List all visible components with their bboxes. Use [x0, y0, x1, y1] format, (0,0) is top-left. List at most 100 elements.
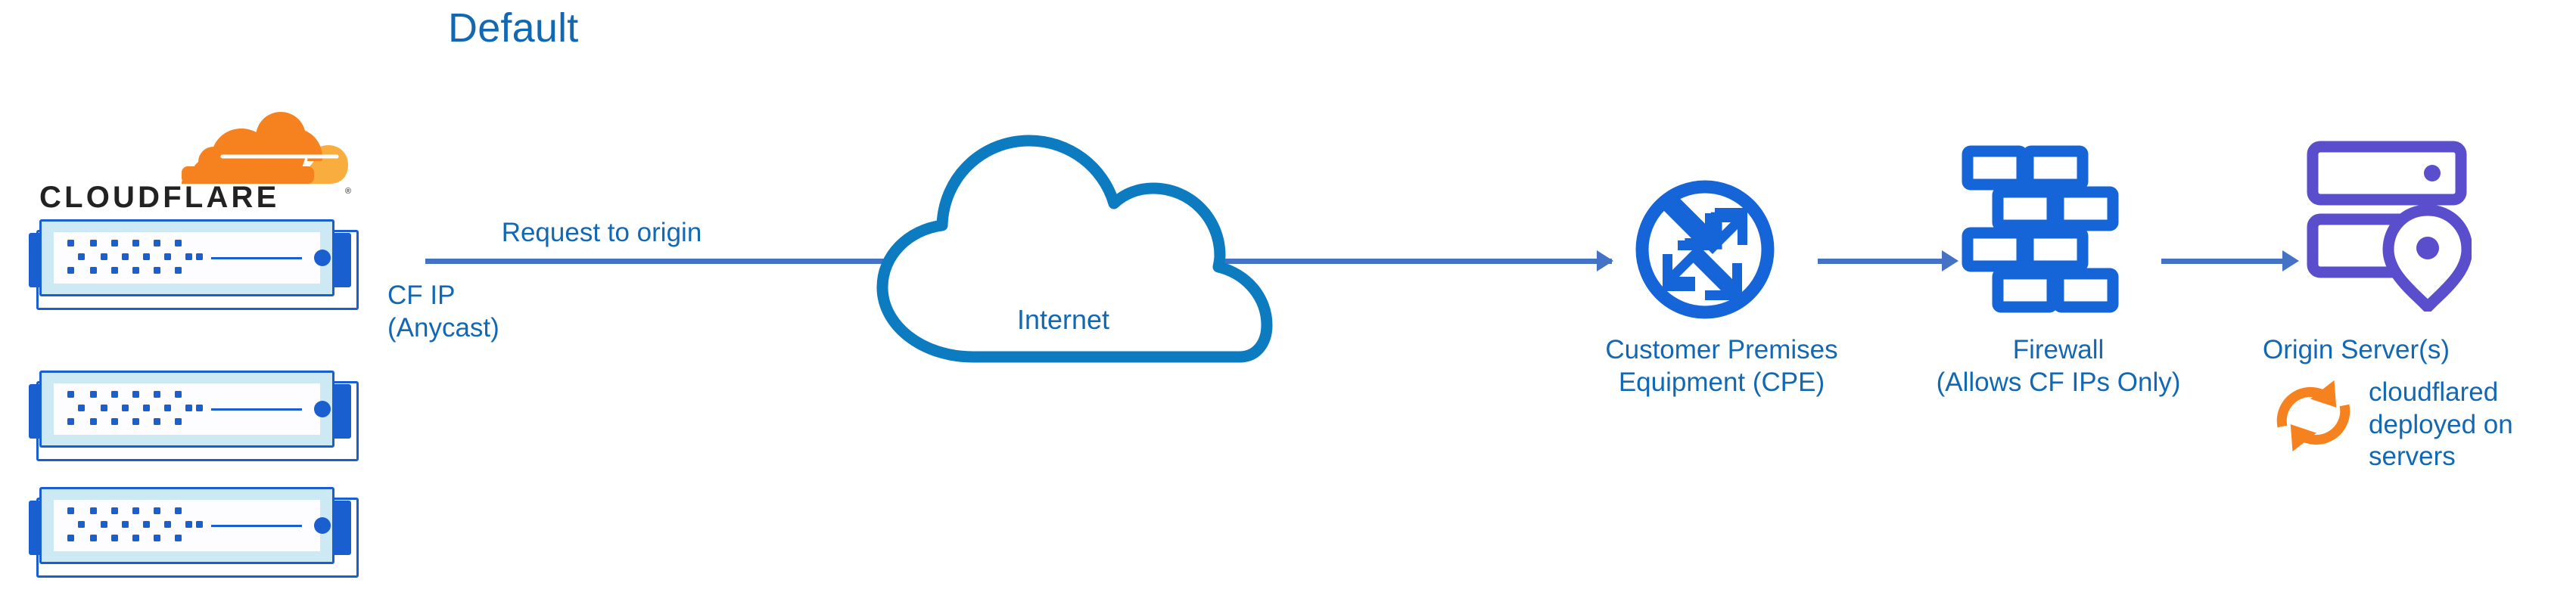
internet-cloud-icon	[876, 135, 1273, 363]
vent-dot	[111, 240, 118, 247]
vent-dot	[90, 535, 97, 541]
rack-tab-right	[331, 384, 351, 439]
rack-frame	[39, 487, 334, 564]
rack-led-icon	[314, 250, 331, 266]
vent-dot	[132, 240, 139, 247]
request-to-origin-label: Request to origin	[501, 218, 702, 247]
brick-wall-icon	[1962, 145, 2119, 313]
rack-tab-right	[331, 501, 351, 555]
vent-dot	[132, 507, 139, 514]
vent-dot	[67, 507, 74, 514]
vent-dot	[111, 507, 118, 514]
vent-dot	[90, 240, 97, 247]
vent-dot	[122, 521, 129, 528]
svg-text:CLOUDFLARE: CLOUDFLARE	[39, 181, 280, 213]
sync-refresh-icon	[2276, 380, 2350, 452]
firewall-to-origin-arrow-line	[2161, 259, 2287, 264]
vent-dot	[175, 267, 182, 274]
vent-dot	[154, 267, 160, 274]
vent-dot	[67, 267, 74, 274]
rack-led-icon	[314, 517, 331, 534]
vent-dot	[78, 253, 85, 260]
vent-dot	[196, 521, 203, 528]
vent-grid-icon	[67, 507, 203, 544]
vent-dot	[154, 240, 160, 247]
cloudflare-wordmark: CLOUDFLARE ®	[39, 181, 351, 213]
vent-dot	[164, 253, 171, 260]
vent-dot	[122, 405, 129, 411]
vent-dot	[90, 418, 97, 425]
server-stack-location-pin-icon	[2307, 141, 2472, 312]
firewall-to-origin-arrow-head	[2282, 250, 2299, 271]
rack-panel	[54, 383, 331, 435]
vent-dot	[132, 267, 139, 274]
vent-dot	[122, 253, 129, 260]
rack-tab-right	[331, 233, 351, 287]
vent-dot	[78, 405, 85, 411]
vent-dot	[90, 391, 97, 398]
vent-grid-icon	[67, 391, 203, 427]
vent-dot	[175, 391, 182, 398]
rack-frame	[39, 371, 334, 448]
router-circle-arrows-icon	[1635, 180, 1775, 319]
vent-dot	[175, 507, 182, 514]
vent-dot	[132, 535, 139, 541]
vent-dot	[154, 418, 160, 425]
rack-panel	[54, 232, 331, 284]
vent-dot	[90, 507, 97, 514]
vent-dot	[111, 391, 118, 398]
cloudflared-annotation-label: cloudflared deployed on servers	[2369, 377, 2513, 472]
origin-server-label: Origin Server(s)	[2263, 335, 2450, 364]
vent-dot	[132, 391, 139, 398]
vent-dot	[164, 521, 171, 528]
rack-led-icon	[314, 401, 331, 417]
rack-indicator-line	[211, 256, 302, 259]
vent-dot	[101, 253, 107, 260]
rack-frame	[39, 219, 334, 296]
vent-dot	[196, 405, 203, 411]
vent-dot	[143, 521, 150, 528]
page-title: Default	[448, 5, 579, 51]
vent-dot	[185, 405, 192, 411]
vent-dot	[78, 521, 85, 528]
server-rack	[8, 367, 363, 461]
rack-indicator-line	[211, 408, 302, 411]
vent-dot	[143, 253, 150, 260]
vent-dot	[111, 418, 118, 425]
rack-indicator-line	[211, 524, 302, 527]
vent-dot	[154, 507, 160, 514]
cpe-to-firewall-arrow-line	[1818, 259, 1946, 264]
vent-dot	[67, 418, 74, 425]
cloudflare-logo: CLOUDFLARE ®	[30, 112, 356, 225]
vent-dot	[111, 267, 118, 274]
cloudflare-cloud-icon	[182, 112, 348, 184]
firewall-label: Firewall (Allows CF IPs Only)	[1936, 335, 2181, 397]
server-rack	[8, 216, 363, 310]
vent-dot	[175, 535, 182, 541]
main-flow-arrow-head	[1597, 250, 1613, 271]
vent-dot	[154, 535, 160, 541]
vent-dot	[143, 405, 150, 411]
vent-dot	[67, 535, 74, 541]
svg-text:®: ®	[345, 187, 351, 196]
vent-dot	[196, 253, 203, 260]
vent-grid-icon	[67, 240, 203, 276]
cpe-to-firewall-arrow-head	[1942, 250, 1958, 271]
rack-panel	[54, 500, 331, 551]
vent-dot	[67, 391, 74, 398]
vent-dot	[185, 253, 192, 260]
internet-label: Internet	[1016, 304, 1110, 335]
vent-dot	[185, 521, 192, 528]
vent-dot	[101, 405, 107, 411]
vent-dot	[101, 521, 107, 528]
vent-dot	[175, 240, 182, 247]
server-rack	[8, 484, 363, 578]
cpe-label: Customer Premises Equipment (CPE)	[1605, 335, 1838, 397]
vent-dot	[132, 418, 139, 425]
vent-dot	[67, 240, 74, 247]
vent-dot	[90, 267, 97, 274]
vent-dot	[154, 391, 160, 398]
vent-dot	[164, 405, 171, 411]
vent-dot	[175, 418, 182, 425]
